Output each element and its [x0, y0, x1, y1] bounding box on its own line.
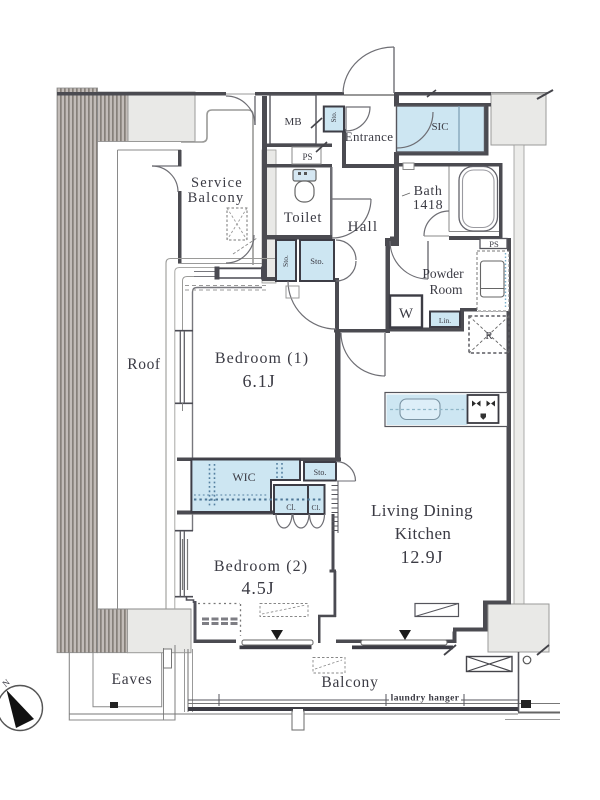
svg-text:6.1J: 6.1J	[242, 371, 275, 391]
svg-text:Service: Service	[191, 175, 243, 191]
svg-text:Room: Room	[429, 282, 463, 297]
svg-text:Roof: Roof	[127, 356, 161, 373]
svg-text:R: R	[485, 330, 493, 342]
svg-text:Balcony: Balcony	[321, 674, 378, 691]
svg-text:Kitchen: Kitchen	[395, 524, 452, 543]
svg-text:Cl.: Cl.	[286, 503, 296, 512]
svg-text:Sto.: Sto.	[314, 468, 327, 477]
svg-text:Entrance: Entrance	[345, 129, 394, 144]
svg-text:W: W	[399, 306, 414, 322]
svg-text:Living Dining: Living Dining	[371, 501, 473, 520]
svg-text:Sto.: Sto.	[281, 255, 290, 267]
svg-text:1418: 1418	[413, 198, 443, 213]
svg-text:Balcony: Balcony	[188, 190, 245, 206]
svg-text:Cl.: Cl.	[312, 503, 321, 512]
svg-text:MB: MB	[284, 116, 301, 128]
svg-text:Toilet: Toilet	[284, 210, 322, 226]
svg-text:Eaves: Eaves	[111, 671, 152, 688]
svg-text:Sto.: Sto.	[310, 256, 323, 266]
svg-text:WIC: WIC	[232, 470, 255, 484]
svg-text:PS: PS	[489, 239, 499, 249]
svg-text:N: N	[0, 677, 12, 689]
svg-text:4.5J: 4.5J	[241, 578, 274, 598]
svg-text:Hall: Hall	[348, 219, 379, 235]
svg-text:12.9J: 12.9J	[400, 547, 443, 567]
svg-text:PS: PS	[302, 152, 312, 162]
svg-text:SIC: SIC	[431, 121, 448, 133]
svg-text:Bedroom (2): Bedroom (2)	[214, 558, 308, 575]
svg-text:Bedroom (1): Bedroom (1)	[215, 350, 309, 367]
svg-text:Sto.: Sto.	[330, 111, 338, 122]
svg-text:Lin.: Lin.	[439, 316, 451, 325]
svg-text:laundry hanger: laundry hanger	[391, 694, 460, 704]
svg-text:Powder: Powder	[422, 266, 464, 281]
svg-text:Bath: Bath	[414, 184, 443, 199]
